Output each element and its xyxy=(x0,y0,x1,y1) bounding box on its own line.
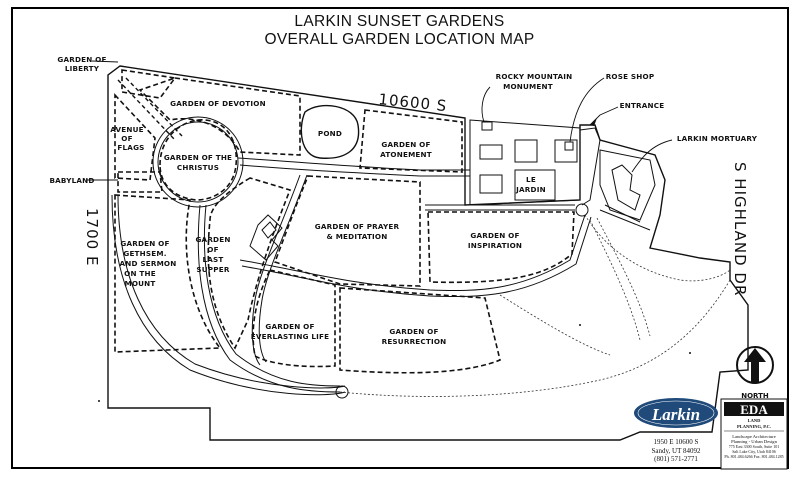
svg-text:LAND: LAND xyxy=(748,418,762,423)
label-atonement-1: GARDEN OF xyxy=(381,140,430,149)
label-rose-shop: ROSE SHOP xyxy=(606,72,655,81)
larkin-mortuary xyxy=(599,149,656,221)
label-resurrection-1: GARDEN OF xyxy=(389,327,438,336)
label-everlasting-2: EVERLASTING LIFE xyxy=(251,332,330,341)
label-le-jardin-2: JARDIN xyxy=(515,185,546,194)
label-gethsemane-5: MOUNT xyxy=(124,279,155,288)
roundabout xyxy=(575,203,589,217)
label-devotion: GARDEN OF DEVOTION xyxy=(170,99,266,108)
label-pond: POND xyxy=(318,129,342,138)
label-avenue-1: AVENUE xyxy=(110,125,144,134)
monument-marker xyxy=(481,121,493,131)
label-gethsemane-2: GETHSEM. xyxy=(123,249,166,258)
gethsemane-boundary xyxy=(114,194,222,353)
label-avenue-3: FLAGS xyxy=(117,143,144,152)
address-line-2: Sandy, UT 84092 xyxy=(651,446,701,455)
label-last-supper-4: SUPPER xyxy=(196,265,229,274)
label-mortuary: LARKIN MORTUARY xyxy=(677,134,758,143)
larkin-address: 1950 E 10600 S Sandy, UT 84092 (801) 571… xyxy=(640,438,712,464)
label-prayer-1: GARDEN OF PRAYER xyxy=(315,222,400,231)
inspiration-boundary xyxy=(427,211,575,284)
label-gethsemane-4: ON THE xyxy=(124,269,156,278)
label-last-supper-3: LAST xyxy=(202,255,223,264)
larkin-logo-text: Larkin xyxy=(651,405,700,424)
resurrection-boundary xyxy=(339,287,501,374)
label-atonement-2: ATONEMENT xyxy=(380,150,432,159)
everlasting-boundary xyxy=(252,269,336,368)
svg-text:PLANNING, P.C.: PLANNING, P.C. xyxy=(737,424,771,429)
label-last-supper-2: OF xyxy=(207,245,218,254)
svg-text:EDA: EDA xyxy=(740,402,768,417)
prayer-boundary xyxy=(273,175,421,287)
street-highland-dr: S HIGHLAND DR xyxy=(731,162,749,296)
last-supper-boundary xyxy=(207,177,292,350)
property-boundary xyxy=(107,65,749,441)
label-gethsemane-1: GARDEN OF xyxy=(120,239,169,248)
pond xyxy=(300,104,360,159)
map-frame xyxy=(11,7,789,469)
label-babyland: BABYLAND xyxy=(49,176,94,185)
label-entrance: ENTRANCE xyxy=(620,101,665,110)
label-inspiration-2: INSPIRATION xyxy=(468,241,522,250)
north-arrow-icon xyxy=(736,346,774,384)
label-prayer-2: & MEDITATION xyxy=(327,232,388,241)
garden-devotion-boundary xyxy=(138,77,301,156)
north-label: NORTH xyxy=(741,392,769,400)
last-supper-building xyxy=(249,214,283,261)
label-gethsemane-3: AND SERMON xyxy=(120,259,177,268)
label-liberty-1: GARDEN OF xyxy=(57,55,106,64)
atonement-boundary xyxy=(359,109,463,173)
label-everlasting-1: GARDEN OF xyxy=(265,322,314,331)
label-christus-1: GARDEN OF THE xyxy=(164,153,232,162)
avenue-flags-boundary xyxy=(114,92,156,181)
label-le-jardin-1: LE xyxy=(526,175,536,184)
garden-liberty-boundary xyxy=(121,69,177,99)
street-10600-s: 10600 S xyxy=(378,90,449,115)
eda-logo: EDA LAND PLANNING, P.C. xyxy=(720,398,788,470)
label-monument-1: ROCKY MOUNTAIN xyxy=(496,72,573,81)
street-1700-e: 1700 E xyxy=(83,208,101,266)
eda-details: Landscape Architecture Planning - Urban … xyxy=(724,434,784,459)
larkin-logo: Larkin xyxy=(634,398,718,428)
rose-shop xyxy=(564,141,574,151)
map-subtitle: OVERALL GARDEN LOCATION MAP xyxy=(264,31,535,48)
christus-boundary xyxy=(159,119,238,201)
label-christus-2: CHRISTUS xyxy=(177,163,219,172)
west-road xyxy=(111,194,346,396)
address-line-1: 1950 E 10600 S xyxy=(653,438,699,446)
label-monument-2: MONUMENT xyxy=(503,82,553,91)
address-line-3: (801) 571-2771 xyxy=(654,455,698,463)
label-inspiration-1: GARDEN OF xyxy=(470,231,519,240)
babyland-boundary xyxy=(117,171,163,193)
label-resurrection-2: RESURRECTION xyxy=(382,337,447,346)
christus-loop-outer xyxy=(152,116,244,208)
label-avenue-2: OF xyxy=(121,134,132,143)
label-liberty-2: LIBERTY xyxy=(65,64,100,73)
label-last-supper-1: GARDEN xyxy=(195,235,230,244)
map-title: LARKIN SUNSET GARDENS xyxy=(294,13,505,30)
